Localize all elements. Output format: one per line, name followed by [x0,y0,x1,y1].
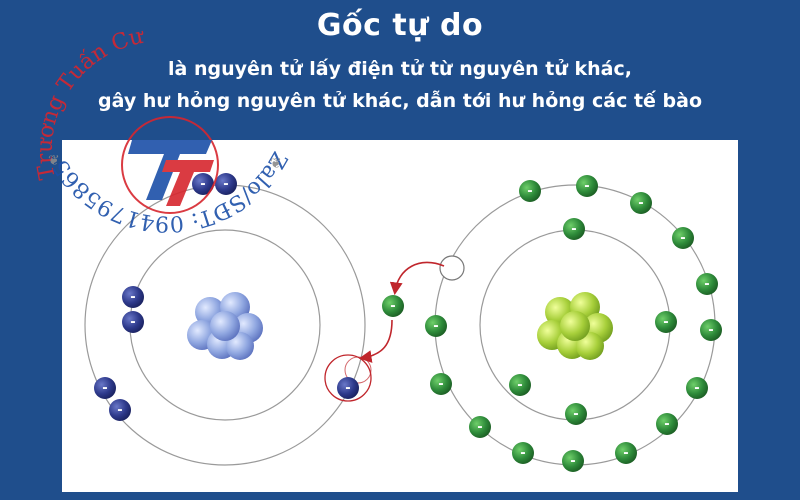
page-title: Gốc tự do [316,8,484,43]
green-electron [512,442,534,464]
green-electron [696,273,718,295]
green-electron [382,295,404,317]
electron-sign: - [130,290,135,305]
electron-sign: - [200,177,205,192]
electron-sign: - [704,277,709,292]
green-electron [655,311,677,333]
laurel-icon-right: ❦ [270,156,282,172]
electron-sign: - [433,319,438,334]
blue-electron [94,377,116,399]
green-electron [672,227,694,249]
electron-sign: - [517,378,522,393]
capture-ring-inner [344,356,372,384]
green-electron [565,403,587,425]
electron-sign: - [664,417,669,432]
logo-tt-icon [128,140,214,206]
electron-sign: - [570,454,575,469]
green-electron [430,373,452,395]
electron-sign: - [663,315,668,330]
blue-electron [192,173,214,195]
electron-sign: - [584,179,589,194]
electron-sign: - [527,184,532,199]
green-electron [615,442,637,464]
right-nucleus [537,292,613,360]
blue-electron [122,286,144,308]
green-electron [519,180,541,202]
green-electron [576,175,598,197]
subtitle-line-1: là nguyên tử lấy điện tử từ nguyên tử kh… [168,58,632,80]
electron-sign: - [571,222,576,237]
electron-sign: - [694,381,699,396]
arrow-electron-to-left-atom [358,319,393,363]
electron-sign: - [130,315,135,330]
subtitle-line-2: gây hư hỏng nguyên tử khác, dẫn tới hư h… [97,90,703,112]
electron-sign: - [102,381,107,396]
laurel-icon-left: ❦ [48,153,60,169]
electron-sign: - [520,446,525,461]
electron-sign: - [477,420,482,435]
electron-sign: - [223,177,228,192]
green-electron [509,374,531,396]
green-electron [563,218,585,240]
green-electron [562,450,584,472]
green-electron [700,319,722,341]
electron-sign: - [638,196,643,211]
green-electron [630,192,652,214]
left-nucleus [187,292,263,360]
electron-sign: - [680,231,685,246]
green-electron [469,416,491,438]
electron-sign: - [708,323,713,338]
green-electron [686,377,708,399]
electron-sign: - [573,407,578,422]
green-electron [656,413,678,435]
electron-sign: - [623,446,628,461]
logo-ring [121,116,219,214]
electron-sign: - [438,377,443,392]
electron-sign: - [345,381,350,396]
electrons-group: - - - - - - - - - - - - - - - - - - - - - - - - - - [94,173,722,472]
blue-electron [109,399,131,421]
electron-sign: - [117,403,122,418]
green-electron [425,315,447,337]
blue-electron [337,377,359,399]
empty-electron-slot [439,255,465,281]
blue-electron [215,173,237,195]
watermark-logo: Trương Tuấn Cư Zalo/SĐT: 0941795865 ❦ ❦ [32,23,291,235]
capture-ring [324,354,372,402]
electron-sign: - [390,299,395,314]
arrow-slot-to-electron [389,261,445,296]
blue-electron [122,311,144,333]
